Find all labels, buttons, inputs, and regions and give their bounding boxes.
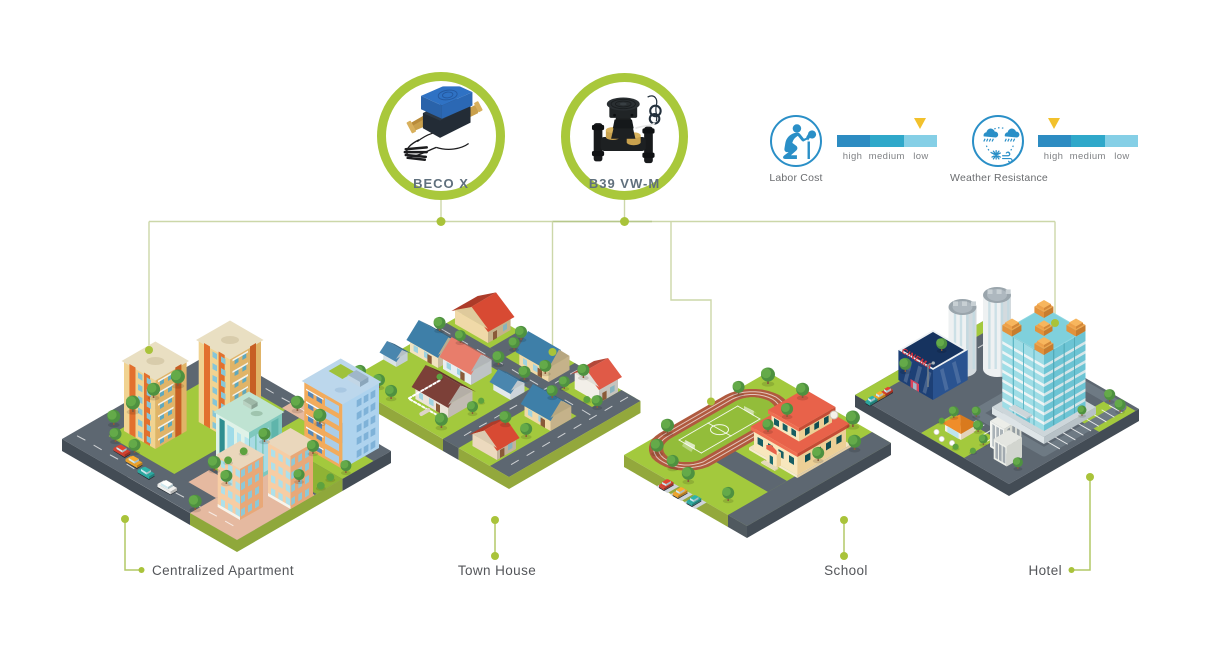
product-circle-b39-vw-m: B39 VW-M (561, 73, 688, 200)
location-label-town-house: Town House (457, 563, 537, 578)
location-label-hotel: Hotel (1028, 563, 1062, 578)
connector-dots (121, 217, 1094, 573)
weather-cycle-icon (983, 127, 1020, 163)
rating-marker (1047, 118, 1060, 129)
product-label: BECO X (413, 176, 469, 191)
indicator-title: Labor Cost (769, 172, 823, 184)
rating-bar-labor-cost (836, 118, 937, 147)
beco-x-product-image (403, 86, 483, 161)
location-label-centralized-apartment: Centralized Apartment (152, 563, 294, 578)
bar-segment-low (903, 135, 937, 147)
rating-levels: high medium low (837, 151, 938, 162)
level-low: low (1114, 151, 1130, 162)
illustration-centralized-apartment (62, 320, 391, 552)
indicator-title: Weather Resistance (950, 172, 1048, 184)
rating-levels: high medium low (1038, 151, 1139, 162)
bar-segment-high (836, 135, 870, 147)
illustration-school (624, 367, 891, 538)
bar-segment-medium (870, 135, 904, 147)
level-high: high (1043, 151, 1064, 162)
labor-cost-circle (770, 115, 822, 167)
level-medium: medium (1069, 151, 1106, 162)
product-label: B39 VW-M (588, 176, 661, 191)
connector-lines (124, 198, 1091, 571)
bar-segment-high (1037, 135, 1071, 147)
level-low: low (913, 151, 929, 162)
product-circle-beco-x: BECO X (377, 72, 505, 200)
illustration-hotel: CINEMA (855, 287, 1139, 496)
rating-marker (913, 118, 926, 129)
b39-vw-m-product-image (591, 94, 662, 163)
level-high: high (842, 151, 863, 162)
rating-bar-weather (1037, 118, 1138, 147)
bar-segment-low (1104, 135, 1138, 147)
location-label-school: School (824, 563, 868, 578)
level-medium: medium (868, 151, 905, 162)
weather-resistance-circle (972, 115, 1024, 167)
bar-segment-medium (1071, 135, 1105, 147)
labor-cost-worker-icon (783, 124, 817, 159)
